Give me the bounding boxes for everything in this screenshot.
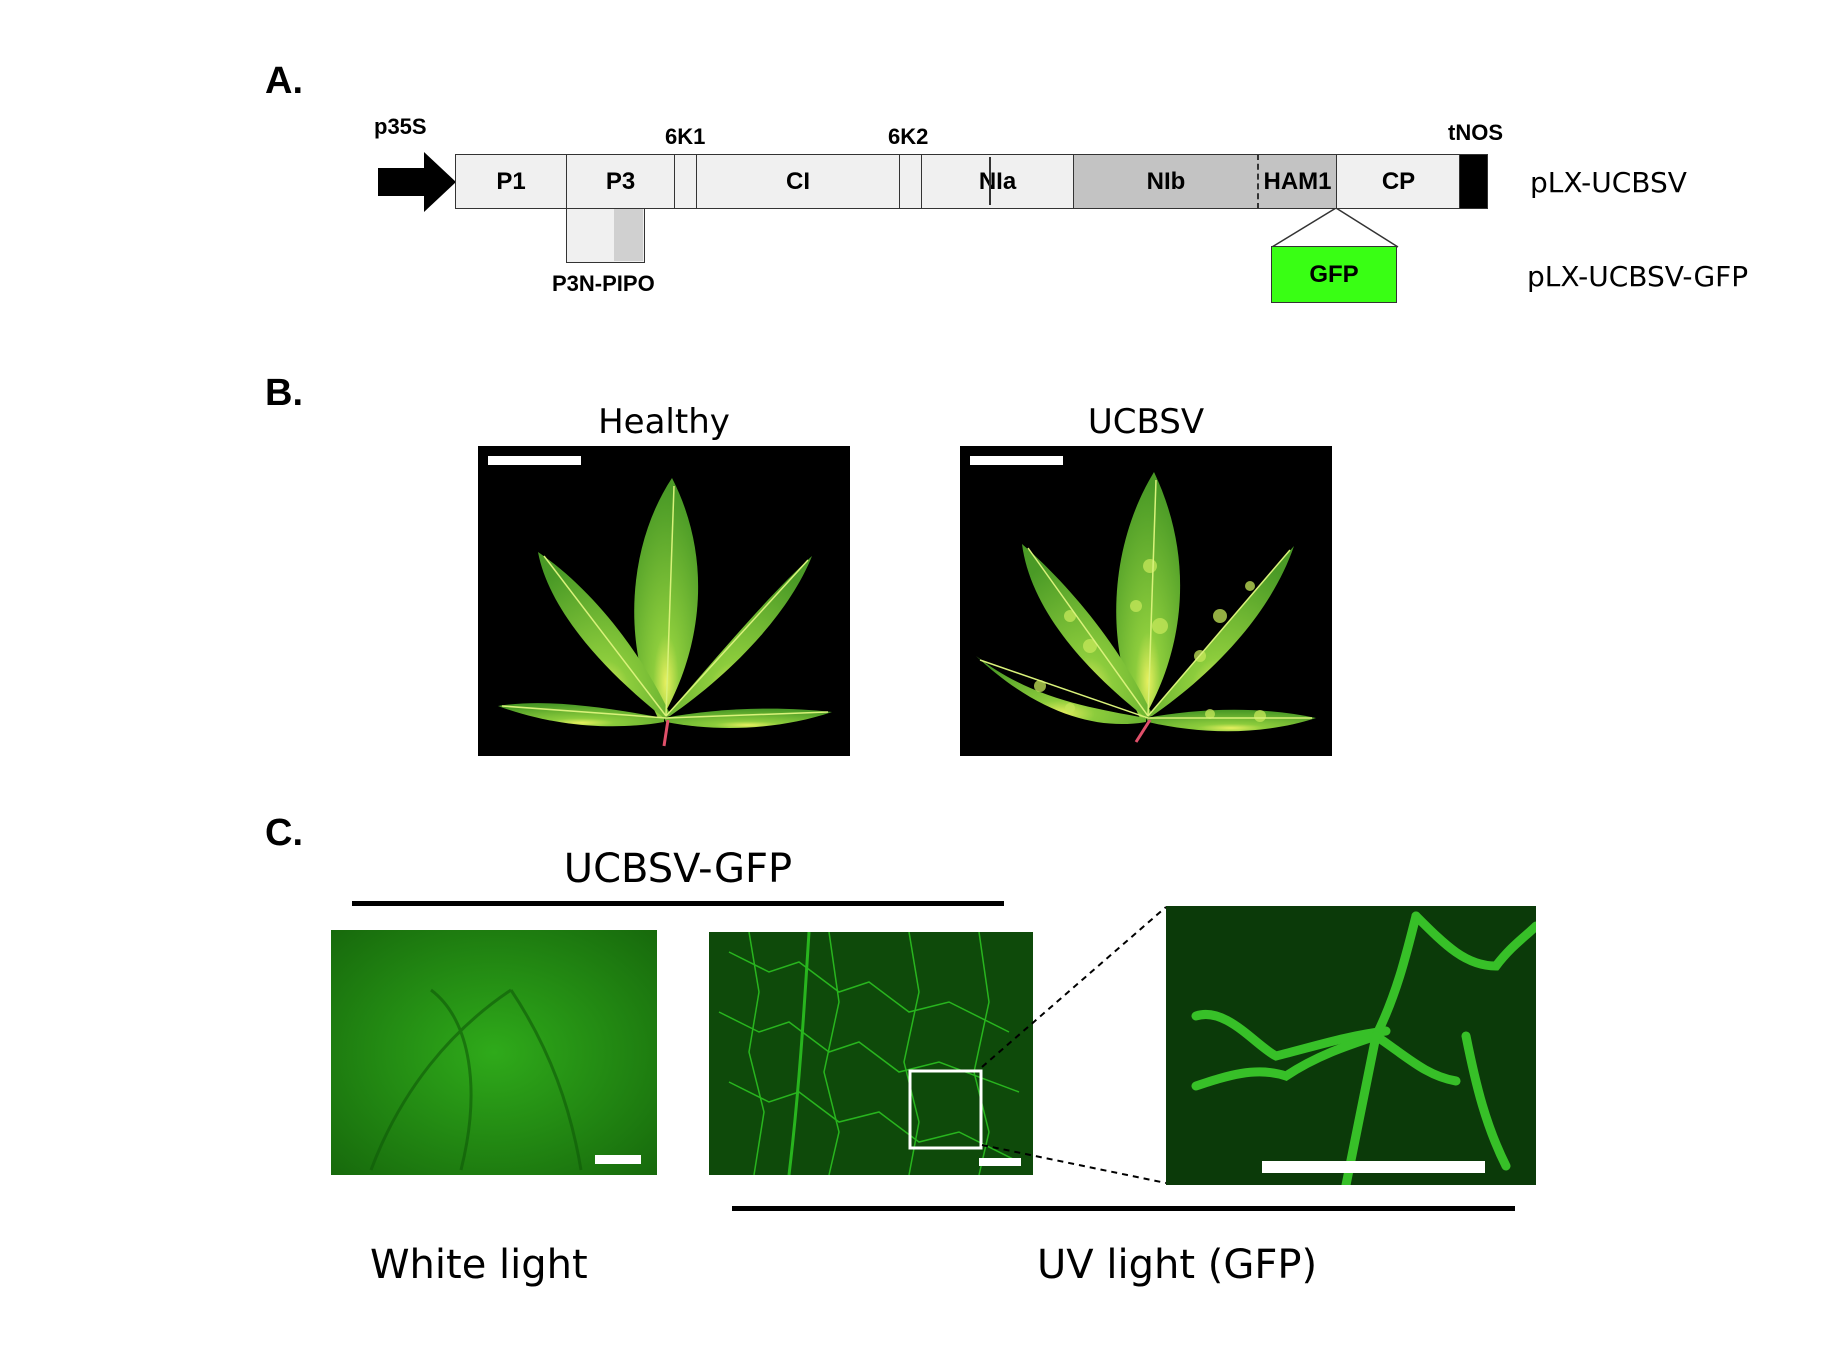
uv-light-photo bbox=[709, 932, 1033, 1175]
zoom-lines bbox=[981, 906, 1167, 1184]
uv-light-bar bbox=[732, 1206, 1515, 1211]
pipo-label: P3N-PIPO bbox=[552, 271, 655, 296]
segment-nia: NIa bbox=[921, 154, 1074, 209]
uv-light-image bbox=[709, 932, 1033, 1175]
white-light-caption: White light bbox=[370, 1242, 588, 1288]
nia-label: NIa bbox=[978, 167, 1017, 195]
segment-6k2 bbox=[899, 154, 922, 209]
construct-label-ucbsv-gfp: pLX-UCBSV-GFP bbox=[1527, 260, 1749, 293]
ucbsv-gfp-bar bbox=[352, 901, 1004, 906]
pipo-shaded bbox=[614, 209, 643, 261]
white-light-photo bbox=[331, 930, 657, 1175]
gfp-label: GFP bbox=[1309, 260, 1359, 288]
healthy-leaf-image bbox=[488, 456, 832, 747]
segment-nib: NIb bbox=[1073, 154, 1259, 209]
segment-p1: P1 bbox=[455, 154, 567, 209]
ucbsv-leaf-photo bbox=[960, 446, 1332, 756]
ucbsv-gfp-caption: UCBSV-GFP bbox=[563, 846, 793, 892]
terminator-block bbox=[1459, 154, 1488, 209]
white-light-image bbox=[331, 930, 657, 1175]
panel-label-b: B. bbox=[265, 372, 303, 414]
ucbsv-leaf-image bbox=[970, 456, 1316, 743]
segment-6k1 bbox=[674, 154, 697, 209]
segment-ci: CI bbox=[696, 154, 900, 209]
construct-label-ucbsv: pLX-UCBSV bbox=[1530, 166, 1687, 199]
uv-light-caption: UV light (GFP) bbox=[1037, 1242, 1318, 1288]
ucbsv-caption: UCBSV bbox=[1087, 402, 1205, 442]
promoter-arrow-icon bbox=[378, 152, 456, 212]
zoom-photo bbox=[1166, 906, 1536, 1185]
healthy-caption: Healthy bbox=[598, 402, 730, 442]
6k2-label: 6K2 bbox=[888, 124, 929, 149]
promoter-label: p35S bbox=[374, 114, 427, 139]
gfp-box: GFP bbox=[1271, 246, 1397, 303]
pipo-box bbox=[566, 208, 645, 263]
panel-label-c: C. bbox=[265, 812, 303, 854]
nia-divider bbox=[989, 157, 991, 205]
zoom-image bbox=[1166, 906, 1536, 1185]
panel-label-a: A. bbox=[265, 60, 303, 102]
terminator-label: tNOS bbox=[1448, 120, 1503, 145]
segment-p3: P3 bbox=[566, 154, 675, 209]
gfp-insertion-lines bbox=[1271, 208, 1399, 248]
segment-ham1: HAM1 bbox=[1257, 154, 1337, 209]
6k1-label: 6K1 bbox=[665, 124, 706, 149]
segment-cp: CP bbox=[1336, 154, 1461, 209]
healthy-leaf-photo bbox=[478, 446, 850, 756]
